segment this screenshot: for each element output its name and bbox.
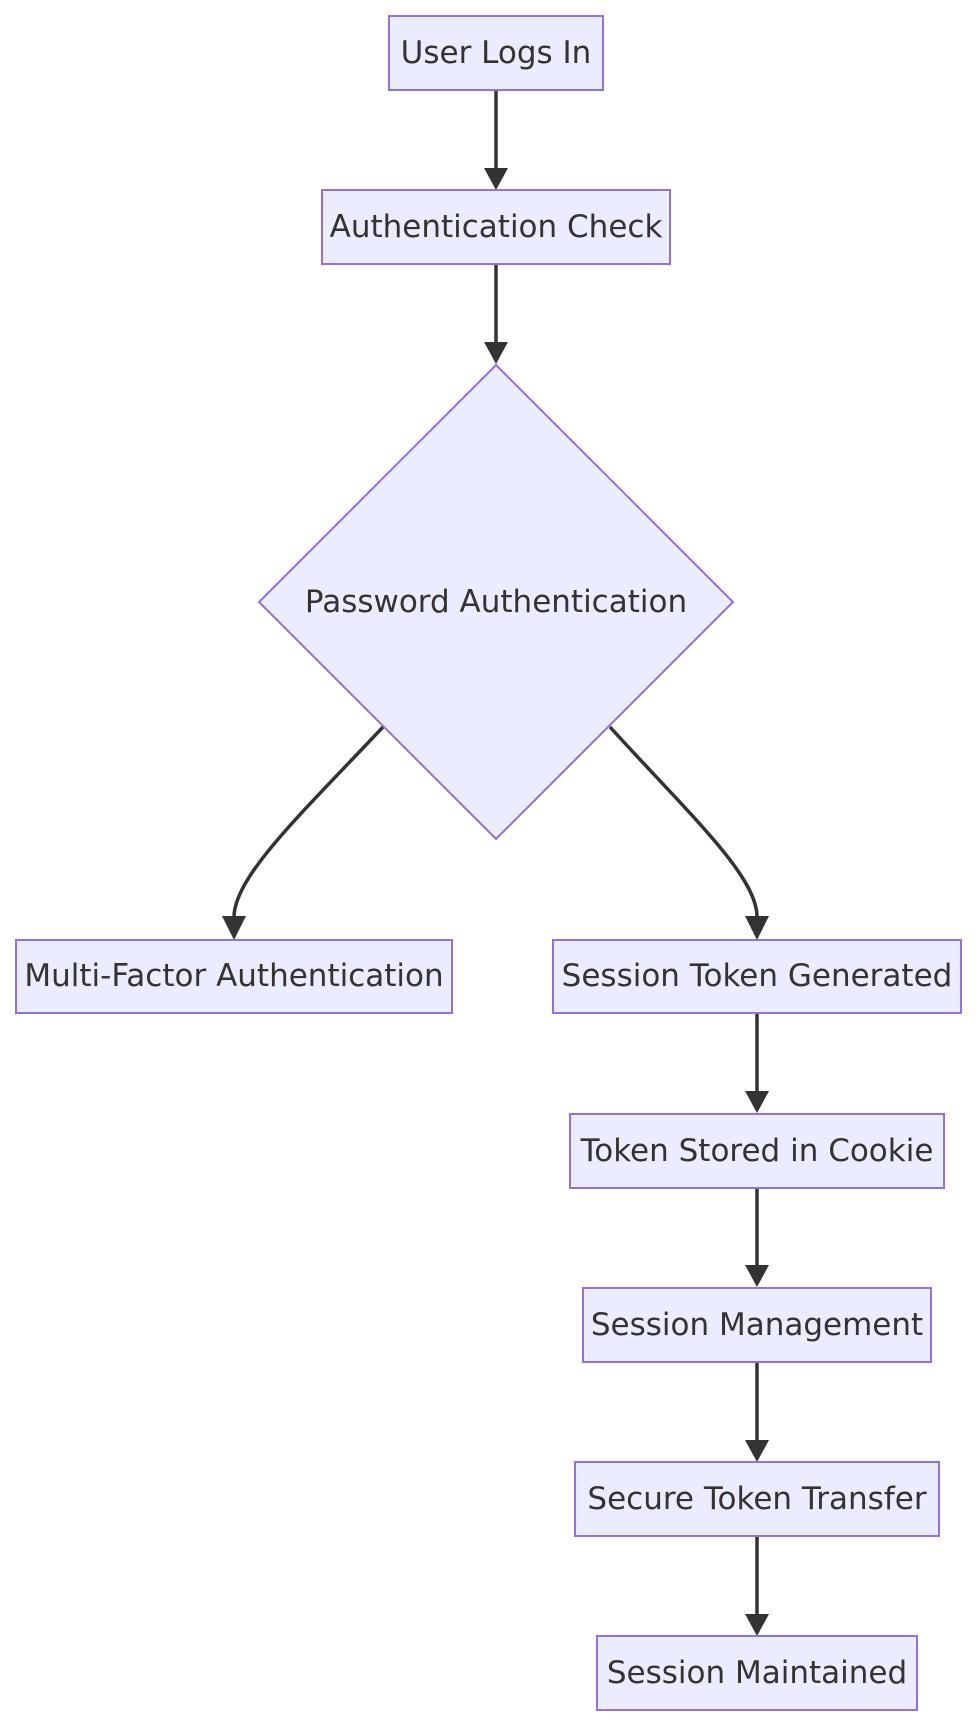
node-multi-factor-authentication[interactable]: Multi-Factor Authentication: [15, 939, 453, 1014]
node-session-maintained[interactable]: Session Maintained: [596, 1635, 918, 1711]
node-box-session-maintained: [596, 1635, 918, 1711]
arrowhead-secure-token-transfer: [745, 1440, 769, 1462]
arrowhead-multi-factor-authentication: [222, 916, 246, 940]
node-box-authentication-check: [321, 189, 671, 265]
node-password-authentication[interactable]: Password Authentication: [257, 363, 735, 841]
node-user-logs-in[interactable]: User Logs In: [388, 15, 604, 91]
node-label-password-authentication: Password Authentication: [305, 584, 687, 620]
arrowhead-token-stored-in-cookie: [745, 1091, 769, 1113]
node-box-session-token-generated: [552, 939, 962, 1014]
node-label-secure-token-transfer: Secure Token Transfer: [587, 1481, 926, 1517]
node-label-user-logs-in: User Logs In: [401, 35, 592, 71]
node-box-token-stored-in-cookie: [569, 1113, 945, 1189]
node-diamond-password-authentication: [257, 363, 735, 841]
edge-password-authentication-to-multi-factor-authentication: [232, 725, 385, 917]
edge-password-authentication-to-session-token-generated: [608, 725, 759, 917]
arrowhead-authentication-check: [484, 168, 508, 190]
node-session-token-generated[interactable]: Session Token Generated: [552, 939, 962, 1014]
node-box-multi-factor-authentication: [15, 939, 453, 1014]
arrowhead-session-maintained: [745, 1614, 769, 1636]
node-label-token-stored-in-cookie: Token Stored in Cookie: [580, 1133, 934, 1169]
node-box-session-management: [582, 1287, 932, 1363]
node-box-secure-token-transfer: [574, 1461, 940, 1537]
arrowhead-session-management: [745, 1265, 769, 1287]
node-label-session-maintained: Session Maintained: [607, 1655, 907, 1691]
node-token-stored-in-cookie[interactable]: Token Stored in Cookie: [569, 1113, 945, 1189]
arrowhead-session-token-generated: [745, 916, 769, 940]
node-authentication-check[interactable]: Authentication Check: [321, 189, 671, 265]
node-secure-token-transfer[interactable]: Secure Token Transfer: [574, 1461, 940, 1537]
node-label-session-token-generated: Session Token Generated: [562, 958, 953, 994]
arrowhead-password-authentication: [484, 342, 508, 364]
node-session-management[interactable]: Session Management: [582, 1287, 932, 1363]
node-label-multi-factor-authentication: Multi-Factor Authentication: [24, 958, 443, 994]
node-label-session-management: Session Management: [591, 1307, 923, 1343]
node-box-user-logs-in: [388, 15, 604, 91]
edges: [222, 90, 769, 1636]
node-label-authentication-check: Authentication Check: [330, 209, 663, 245]
